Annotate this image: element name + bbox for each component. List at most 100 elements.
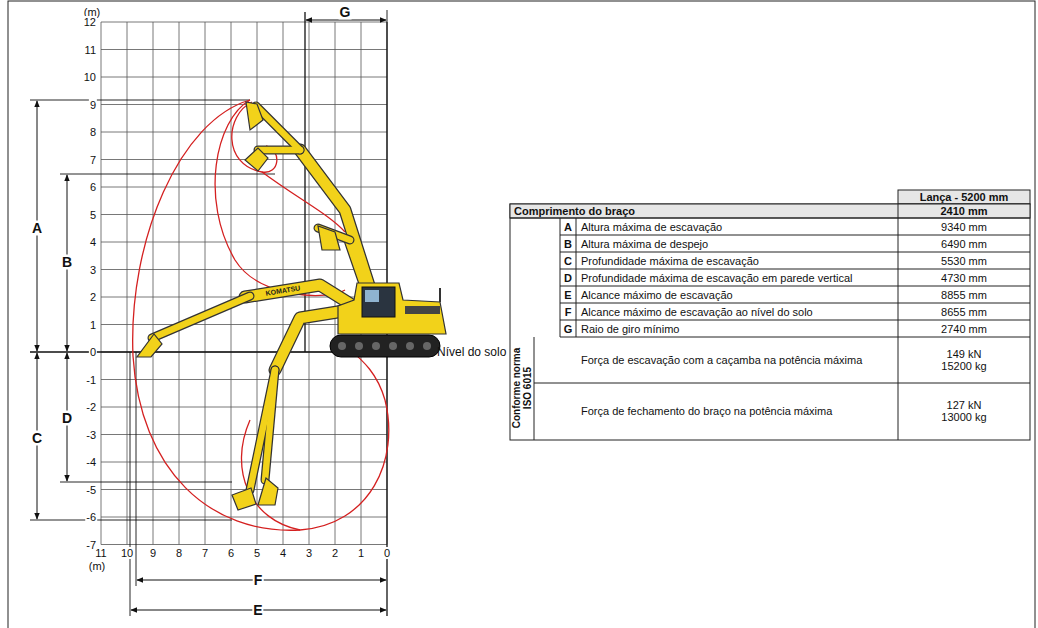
excavator-bucket — [245, 148, 268, 171]
grid-line — [101, 22, 387, 23]
leader-line — [30, 100, 250, 101]
table-cell: 8855 mm — [941, 289, 987, 301]
table-cell: Comprimento do braço — [514, 205, 635, 217]
spec-table — [560, 269, 1030, 270]
table-cell: 127 kN 13000 kg — [934, 399, 994, 423]
excavator-bucket — [137, 334, 162, 357]
axis-line — [30, 12, 433, 616]
table-cell: 8655 mm — [941, 306, 987, 318]
table-cell: B — [564, 238, 572, 250]
table-cell: G — [564, 323, 573, 335]
grid-line — [101, 544, 387, 545]
excavator-body — [330, 283, 446, 357]
table-cell: Força de fechamento do braço na potência… — [581, 405, 832, 417]
working-envelope — [232, 102, 277, 172]
spec-table — [560, 320, 1030, 321]
grid-line — [101, 269, 387, 270]
dimension-letter: E — [252, 603, 263, 618]
axis-label: 3 — [89, 264, 97, 276]
axis-label: 1 — [357, 547, 365, 559]
page-frame — [8, 1, 1035, 628]
leader-line — [30, 520, 232, 521]
excavator-bucket — [318, 226, 340, 250]
axis-label: 9 — [89, 99, 97, 111]
table-cell: Lança - 5200 mm — [920, 191, 1009, 203]
axis-label: 6 — [89, 181, 97, 193]
grid-line — [101, 434, 387, 435]
axis-label: -1 — [85, 374, 97, 386]
table-cell: C — [564, 255, 572, 267]
excavator-body — [405, 306, 440, 314]
spec-table — [510, 218, 1030, 383]
excavator-body — [338, 342, 431, 350]
axis-label: 5 — [253, 547, 261, 559]
table-cell: 6490 mm — [941, 238, 987, 250]
table-cell: Força de escavação com a caçamba na potê… — [581, 354, 862, 366]
spec-table — [560, 337, 1030, 338]
table-cell: E — [564, 289, 571, 301]
spec-table — [576, 218, 577, 337]
table-cell: Alcance máximo de escavação ao nível do … — [581, 306, 813, 318]
axis-label: 4 — [89, 236, 97, 248]
table-cell: Profundidade máxima de escavação — [581, 255, 759, 267]
excavator-body — [406, 342, 414, 350]
excavator-body — [372, 342, 380, 350]
axis-label: 12 — [83, 16, 97, 28]
excavator-arm — [152, 106, 350, 490]
table-cell: 9340 mm — [941, 221, 987, 233]
spec-table — [510, 190, 1030, 440]
axis-label: 11 — [84, 44, 97, 56]
table-cell: Altura máxima de escavação — [581, 221, 722, 233]
table-cell: F — [565, 306, 572, 318]
table-cell: 2410 mm — [940, 205, 987, 217]
axis-label: 8 — [89, 126, 97, 138]
dimension-letter: C — [31, 431, 43, 446]
dimension-letter: G — [339, 5, 352, 20]
excavator-body — [330, 335, 440, 357]
excavator-body — [439, 288, 441, 302]
grid-line — [101, 462, 387, 463]
excavator-bucket — [137, 102, 340, 510]
axis-label: 5 — [89, 209, 97, 221]
spec-table — [560, 252, 1030, 253]
excavator-arm — [152, 106, 372, 490]
table-cell: Profundidade máxima de escavação em pare… — [581, 272, 852, 284]
spec-table — [560, 303, 1030, 304]
grid-line — [101, 159, 387, 160]
axis-label: 10 — [120, 547, 134, 559]
spec-table — [510, 204, 1030, 218]
spec-table — [510, 204, 1030, 440]
part-label: Nível do solo — [437, 346, 506, 359]
spec-table — [560, 218, 561, 337]
spec-table — [560, 235, 1030, 236]
leader-line — [387, 10, 388, 22]
axis-label: 0 — [89, 346, 97, 358]
excavator-bucket — [246, 102, 263, 130]
excavator-body — [338, 342, 346, 350]
grid-line — [101, 132, 387, 133]
axis-label: 10 — [83, 71, 97, 83]
table-cell: Conforme norma ISO 6015 — [511, 340, 533, 436]
axis-label: 1 — [89, 319, 97, 331]
table-cell: 5530 mm — [941, 255, 987, 267]
leader-line — [60, 482, 232, 483]
axis-label: 7 — [89, 154, 97, 166]
spec-table — [560, 286, 1030, 287]
table-cell: Alcance máximo de escavação — [581, 289, 733, 301]
grid-line — [283, 22, 284, 545]
grid-line — [101, 187, 387, 188]
axis-label: -5 — [85, 484, 97, 496]
excavator-body — [338, 283, 446, 334]
part-label: KOMATSU — [265, 284, 301, 297]
grid-line — [335, 22, 336, 545]
table-cell: Altura máxima de despejo — [581, 238, 708, 250]
excavator-bucket — [232, 488, 256, 510]
spec-table — [898, 190, 1030, 204]
excavator-bucket — [258, 478, 278, 505]
grid-line — [101, 77, 387, 78]
grid-line — [101, 489, 387, 490]
dimension-letter: A — [31, 221, 43, 236]
axis-label: 4 — [279, 547, 287, 559]
